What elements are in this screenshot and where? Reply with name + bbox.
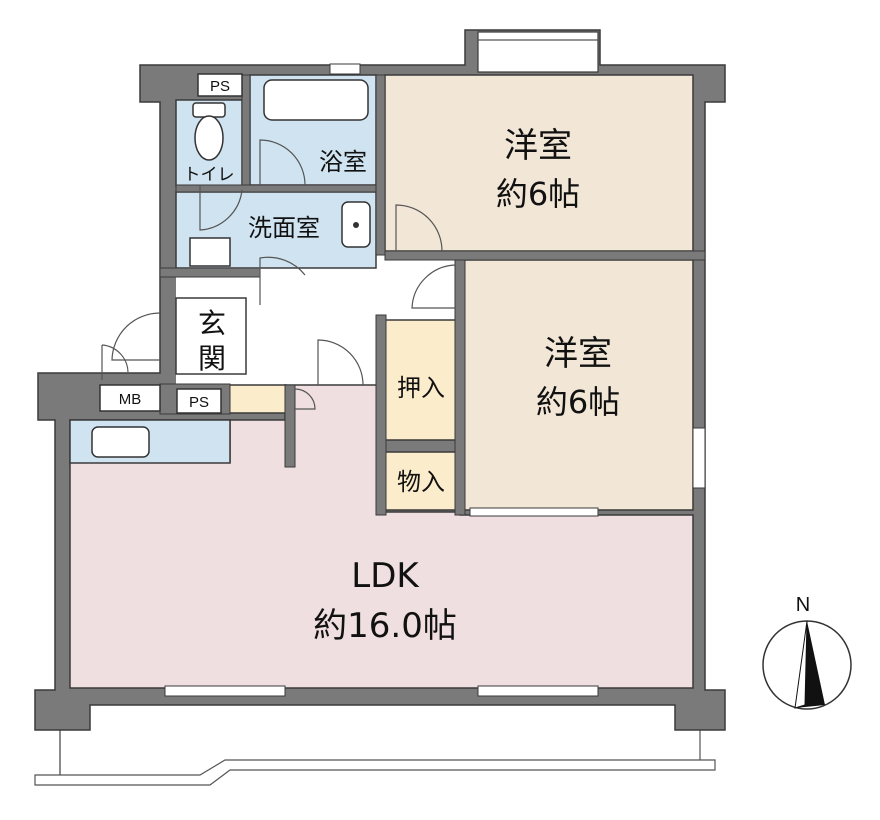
ps-bottom-label: PS bbox=[189, 394, 209, 411]
toilet-name: トイレ bbox=[184, 165, 235, 185]
ps-top-label: PS bbox=[210, 78, 230, 95]
wall-partition-h bbox=[284, 384, 296, 468]
door-swing-western1 bbox=[395, 204, 443, 252]
toilet-tank bbox=[192, 102, 226, 118]
western-room-1 bbox=[384, 74, 694, 252]
western1-size: 約6帖 bbox=[496, 175, 580, 213]
western2-name: 洋室 bbox=[544, 334, 612, 374]
window-ldk-right bbox=[477, 685, 599, 697]
door-swing-hall bbox=[259, 256, 306, 305]
compass-needle-light bbox=[794, 620, 808, 709]
wall-partition-d bbox=[384, 250, 706, 261]
storage bbox=[384, 451, 458, 511]
closet bbox=[384, 319, 458, 441]
door-swing-ldk bbox=[317, 339, 364, 386]
entrance-line2: 関 bbox=[198, 342, 226, 375]
door-swing-front bbox=[101, 344, 129, 380]
balcony-outline bbox=[34, 720, 716, 786]
closet-name: 押入 bbox=[397, 374, 445, 402]
wall-partition-f bbox=[241, 74, 251, 188]
window-western2 bbox=[469, 507, 599, 517]
wall-partition-a bbox=[375, 74, 386, 256]
bay-window bbox=[477, 31, 599, 73]
toilet-bowl bbox=[194, 115, 224, 161]
compass: N bbox=[762, 594, 852, 710]
wall-partition-e bbox=[159, 267, 261, 278]
door-swing-western2 bbox=[411, 264, 456, 309]
western1-name: 洋室 bbox=[504, 126, 572, 166]
mb-label: MB bbox=[119, 391, 142, 408]
entrance bbox=[175, 297, 247, 375]
bath-name: 浴室 bbox=[319, 148, 367, 176]
ps-bottom-box bbox=[176, 388, 222, 414]
wall-partition-c bbox=[454, 259, 466, 516]
entrance-line1: 玄 bbox=[198, 307, 226, 340]
window-side bbox=[692, 427, 706, 489]
washroom-name: 洗面室 bbox=[248, 214, 320, 242]
door-swing-entrance bbox=[111, 312, 161, 361]
western2-size: 約6帖 bbox=[536, 383, 620, 421]
basin-drain bbox=[353, 222, 359, 228]
wall-partition-b bbox=[375, 314, 387, 516]
compass-north-label: N bbox=[796, 594, 810, 616]
western-room-2 bbox=[463, 259, 694, 511]
door-swing-small bbox=[294, 388, 316, 410]
wall-partition-i bbox=[175, 184, 377, 193]
door-swing-bath bbox=[259, 139, 306, 186]
mb-box bbox=[99, 384, 161, 412]
ps-top-box bbox=[197, 73, 243, 97]
window-bath bbox=[329, 63, 361, 75]
shoe-closet bbox=[227, 384, 287, 414]
washer-pan bbox=[189, 237, 231, 267]
window-ldk-left bbox=[164, 685, 286, 697]
ldk-name: LDK bbox=[351, 556, 420, 596]
bathtub bbox=[263, 79, 369, 121]
door-swing-toilet bbox=[199, 185, 243, 231]
ldk-size: 約16.0帖 bbox=[313, 606, 457, 646]
storage-name: 物入 bbox=[397, 468, 445, 496]
kitchen-sink bbox=[91, 426, 150, 458]
